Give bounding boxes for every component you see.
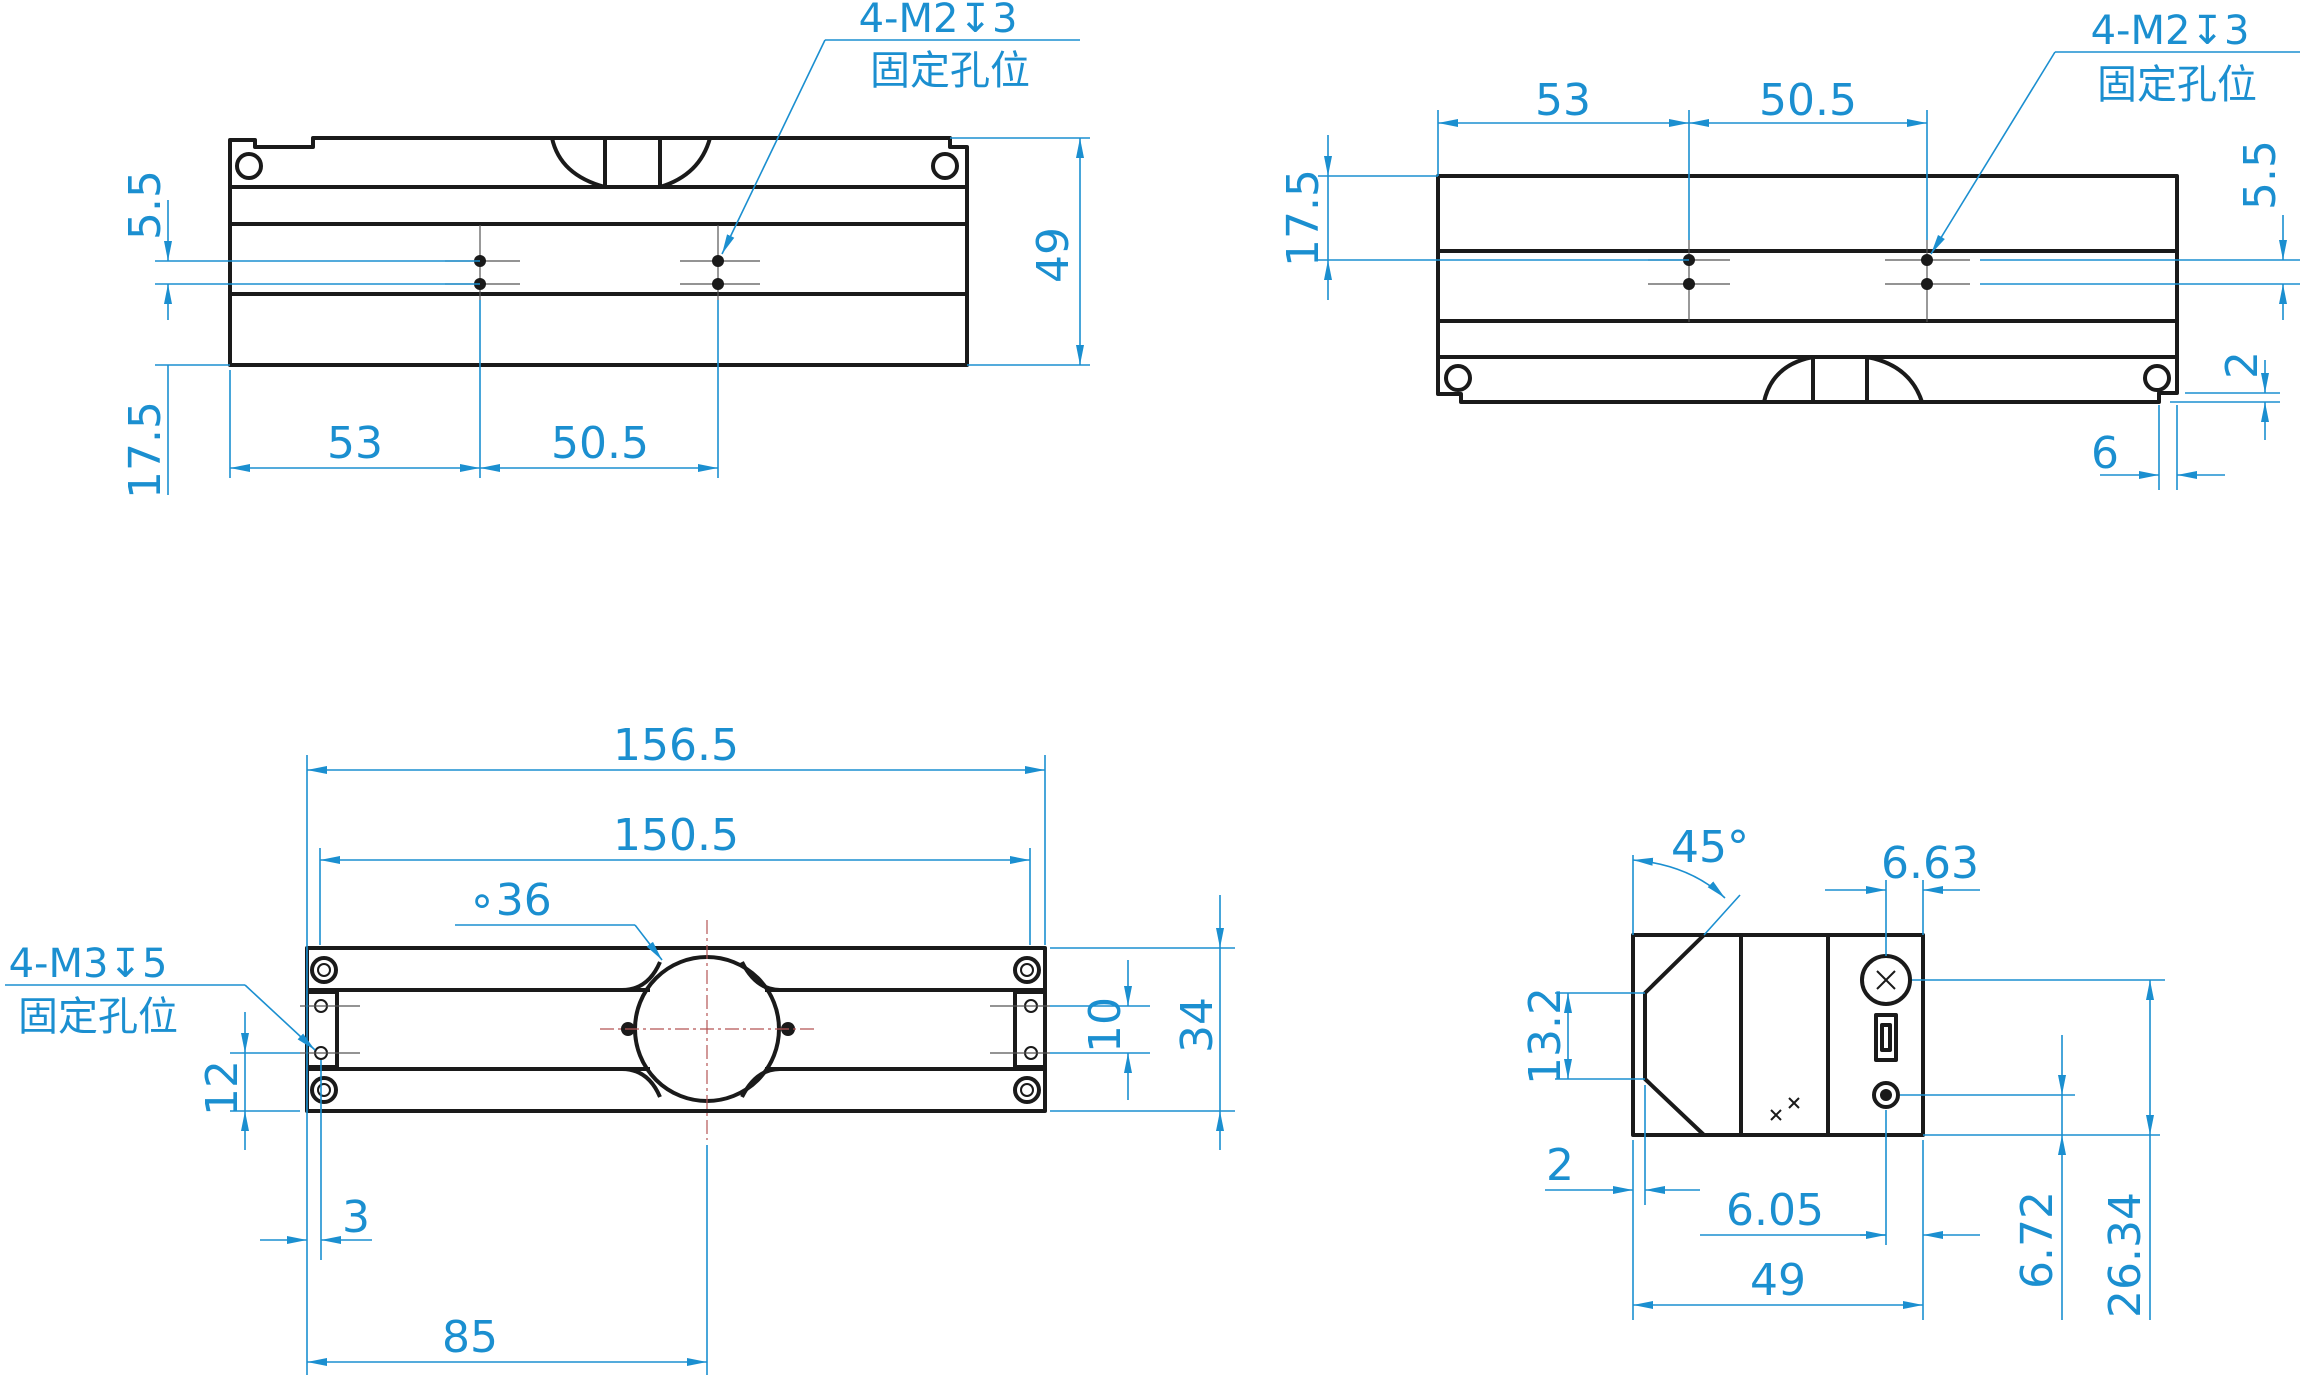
- x-mark: [1770, 1097, 1800, 1121]
- dim-6-63: 6.63: [1881, 838, 1979, 889]
- body-outline: [1631, 933, 1925, 1137]
- dim-diameter-36: ∘36: [468, 875, 552, 926]
- dim-2: 2: [2217, 351, 2268, 379]
- body-outline: [1436, 174, 2179, 404]
- leader-line: [1930, 51, 2056, 255]
- dim-13-2: 13.2: [1520, 987, 1571, 1085]
- dim-12: 12: [197, 1060, 248, 1116]
- dim-6: 6: [2091, 428, 2119, 479]
- center-slot: [1762, 355, 1924, 403]
- view-bottom-left: 156.5 150.5 ∘36 10 34 12 3 85: [5, 720, 1235, 1375]
- dim-53: 53: [1535, 75, 1591, 126]
- extension-line: [1703, 894, 1741, 936]
- end-block-left: [305, 990, 339, 1069]
- callout-note: 固定孔位: [18, 994, 178, 1040]
- chamfer: [1643, 933, 1706, 1137]
- dim-5-5: 5.5: [120, 170, 171, 240]
- dim-50-5: 50.5: [551, 418, 649, 469]
- corner-hole: [931, 152, 959, 180]
- leader-line: [634, 924, 663, 961]
- dim-26-34: 26.34: [2100, 1192, 2151, 1318]
- leader-line: [244, 984, 316, 1051]
- view-top-left: 5.5 17.5 49 53 50.5 4-M2↧3 固定孔位: [120, 0, 1090, 499]
- body-outline: [228, 136, 969, 367]
- corner-hole: [310, 1076, 338, 1104]
- usb-port: [1874, 1013, 1898, 1062]
- mount-hole: [1921, 254, 1933, 266]
- view-bottom-right: 45° 6.63 13.2 2 6.05 49 6.72: [1520, 822, 2165, 1320]
- center-slot: [550, 137, 712, 189]
- dim-49: 49: [1750, 1255, 1806, 1306]
- corner-hole: [1444, 364, 1472, 392]
- mount-hole: [1683, 278, 1695, 290]
- mount-hole: [712, 278, 724, 290]
- dim-2: 2: [1546, 1140, 1574, 1191]
- power-port: [1872, 1081, 1900, 1109]
- corner-hole: [235, 152, 263, 180]
- dim-53: 53: [327, 418, 383, 469]
- corner-hole-inner: [317, 963, 331, 977]
- leader-line: [721, 39, 826, 255]
- x-mark: [1876, 970, 1896, 990]
- dim-17-5: 17.5: [1278, 169, 1329, 267]
- corner-hole: [2143, 364, 2171, 392]
- callout-note: 固定孔位: [870, 48, 1030, 94]
- dim-3: 3: [342, 1192, 370, 1243]
- dim-6-72: 6.72: [2012, 1191, 2063, 1289]
- corner-hole-inner: [317, 1083, 331, 1097]
- callout-note: 固定孔位: [2097, 62, 2257, 108]
- dim-50-5: 50.5: [1759, 75, 1857, 126]
- callout-thread: 4-M2↧3: [859, 0, 1018, 42]
- callout-thread: 4-M2↧3: [2091, 8, 2250, 54]
- corner-hole: [1013, 1076, 1041, 1104]
- dim-85: 85: [442, 1312, 498, 1363]
- mount-hole: [712, 255, 724, 267]
- corner-hole: [310, 956, 338, 984]
- dim-17-5: 17.5: [120, 401, 171, 499]
- view-top-right: 53 50.5 17.5 5.5 2 6 4-M2↧3 固定孔位: [1278, 8, 2300, 490]
- end-block-right: [1013, 990, 1047, 1069]
- corner-hole-inner: [1020, 1083, 1034, 1097]
- angle-arc: [1632, 857, 1726, 899]
- dim-10: 10: [1080, 997, 1131, 1053]
- power-port-pin: [1880, 1089, 1892, 1101]
- dim-5-5: 5.5: [2235, 140, 2286, 210]
- corner-hole-inner: [1020, 963, 1034, 977]
- callout-thread: 4-M3↧5: [9, 941, 168, 987]
- corner-hole: [1013, 956, 1041, 984]
- dim-45-deg: 45°: [1671, 822, 1749, 873]
- bore-bridge: [621, 961, 781, 1098]
- dim-49: 49: [1028, 227, 1079, 283]
- dim-34: 34: [1172, 997, 1223, 1053]
- dim-6-05: 6.05: [1726, 1185, 1824, 1236]
- dim-156-5: 156.5: [613, 720, 739, 771]
- dim-150-5: 150.5: [613, 810, 739, 861]
- mount-hole: [1921, 278, 1933, 290]
